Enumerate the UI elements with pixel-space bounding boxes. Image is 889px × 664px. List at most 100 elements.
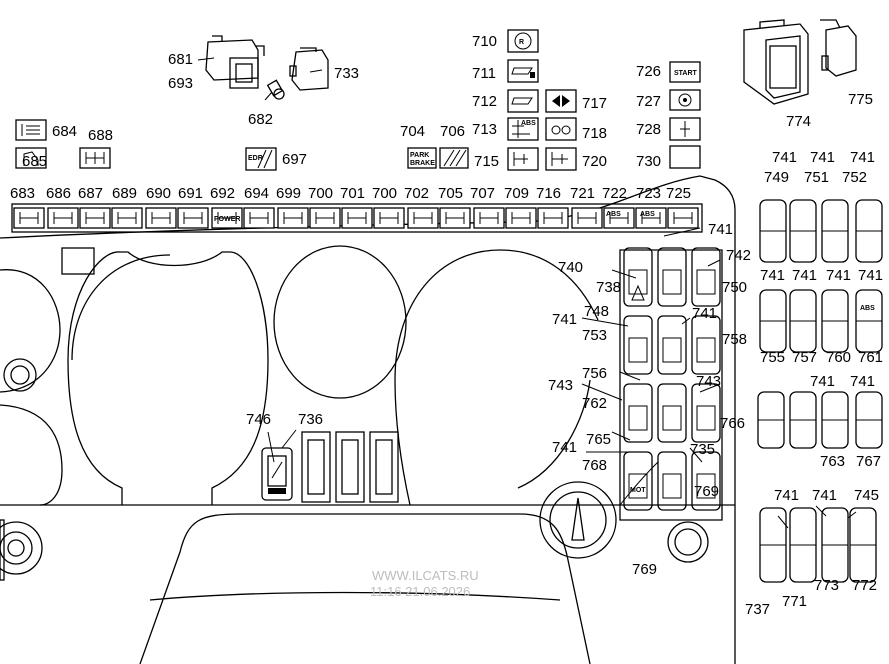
part-label-741n: 741	[552, 311, 577, 328]
row-label-16: 716	[536, 185, 561, 202]
part-label-743a: 743	[548, 377, 573, 394]
part-label-741i: 741	[850, 373, 875, 390]
cluster-switch-window-9	[628, 473, 648, 499]
part-number-labels: 6816937336827107117127137177187267277287…	[22, 33, 883, 618]
part-label-682: 682	[248, 111, 273, 128]
cluster-switch-10	[657, 451, 687, 511]
part-label-710: 710	[472, 33, 497, 50]
switch-746	[261, 447, 293, 501]
abs-label-761: ABS	[860, 305, 875, 312]
cluster-switch-11	[691, 451, 721, 511]
part-label-741a: 741	[772, 149, 797, 166]
part-label-741g: 741	[858, 267, 883, 284]
cluster-switch-window-1	[662, 269, 682, 295]
row-label-4: 690	[146, 185, 171, 202]
part-label-740: 740	[558, 259, 583, 276]
symbol-group-top: R ABS START	[15, 29, 701, 171]
row-abs-label-0: ABS	[606, 211, 621, 218]
row-switch-glyph-4	[151, 212, 171, 224]
row-switch-glyph-15	[511, 212, 531, 224]
part-label-749: 749	[764, 169, 789, 186]
part-label-755: 755	[760, 349, 785, 366]
row-switch-glyph-20	[673, 212, 693, 224]
part-label-681: 681	[168, 51, 193, 68]
row-switch-glyph-0	[19, 212, 39, 224]
cluster-switch-6	[623, 383, 653, 443]
part-label-697: 697	[282, 151, 307, 168]
center-switch-cluster: MOT	[619, 247, 723, 521]
row-label-0: 683	[10, 185, 35, 202]
row-switch-glyph-5	[183, 212, 203, 224]
part-label-769a: 769	[694, 483, 719, 500]
cluster-switch-window-6	[628, 405, 648, 431]
row-label-3: 689	[112, 185, 137, 202]
cluster-switch-window-7	[662, 405, 682, 431]
cluster-switch-0	[623, 247, 653, 307]
part-label-720: 720	[582, 153, 607, 170]
cluster-switch-window-5	[696, 337, 716, 363]
row-label-2: 687	[78, 185, 103, 202]
row-label-5: 691	[178, 185, 203, 202]
part-label-741b: 741	[810, 149, 835, 166]
row-switch-glyph-6	[217, 212, 237, 224]
part-label-741j: 741	[774, 487, 799, 504]
row-label-1: 686	[46, 185, 71, 202]
part-label-693: 693	[168, 75, 193, 92]
part-label-736: 736	[298, 411, 323, 428]
part-label-741f: 741	[826, 267, 851, 284]
cluster-switch-window-3	[628, 337, 648, 363]
part-label-741e: 741	[792, 267, 817, 284]
power-label: POWER	[214, 216, 240, 223]
part-label-742: 742	[726, 247, 751, 264]
row-switch-glyph-10	[347, 212, 367, 224]
row-switch-glyph-9	[315, 212, 335, 224]
part-label-760: 760	[826, 349, 851, 366]
switch-frame-774	[743, 19, 809, 105]
row-switch-glyph-19	[641, 212, 661, 224]
part-label-768: 768	[582, 457, 607, 474]
row-switch-glyph-16	[543, 212, 563, 224]
part-label-717: 717	[582, 95, 607, 112]
row-switch-glyph-8	[283, 212, 303, 224]
part-label-726: 726	[636, 63, 661, 80]
row-switch-glyph-2	[85, 212, 105, 224]
start-label: START	[674, 70, 698, 77]
row-label-14: 707	[470, 185, 495, 202]
part-label-728: 728	[636, 121, 661, 138]
row-label-20: 725	[666, 185, 691, 202]
part-label-762: 762	[582, 395, 607, 412]
row-label-7: 694	[244, 185, 269, 202]
part-label-771: 771	[782, 593, 807, 610]
row-switch-glyph-1	[53, 212, 73, 224]
row-label-6: 692	[210, 185, 235, 202]
switch-cover-733	[289, 47, 329, 91]
row-switch-glyph-11	[379, 212, 399, 224]
part-label-704: 704	[400, 123, 425, 140]
cluster-switch-7	[657, 383, 687, 443]
row-label-11: 700	[372, 185, 397, 202]
svg-text:R: R	[519, 39, 524, 46]
hazard-icon	[631, 284, 645, 301]
part-label-743b: 743	[696, 373, 721, 390]
row-switch-glyph-17	[577, 212, 597, 224]
part-label-727: 727	[636, 93, 661, 110]
part-label-756: 756	[582, 365, 607, 382]
dashboard-outline	[0, 175, 736, 664]
part-label-748: 748	[584, 303, 609, 320]
part-label-715: 715	[474, 153, 499, 170]
part-label-767: 767	[856, 453, 881, 470]
part-label-761: 761	[858, 349, 883, 366]
part-label-757: 757	[792, 349, 817, 366]
row-switch-glyph-18	[609, 212, 629, 224]
watermark-site: WWW.ILCATS.RU	[372, 568, 479, 583]
part-label-766: 766	[720, 415, 745, 432]
row-abs-label-1: ABS	[640, 211, 655, 218]
part-label-746: 746	[246, 411, 271, 428]
cluster-switch-window-8	[696, 405, 716, 431]
part-label-741m: 741	[708, 221, 733, 238]
row-label-8: 699	[276, 185, 301, 202]
row-label-10: 701	[340, 185, 365, 202]
part-label-718: 718	[582, 125, 607, 142]
row-label-12: 702	[404, 185, 429, 202]
